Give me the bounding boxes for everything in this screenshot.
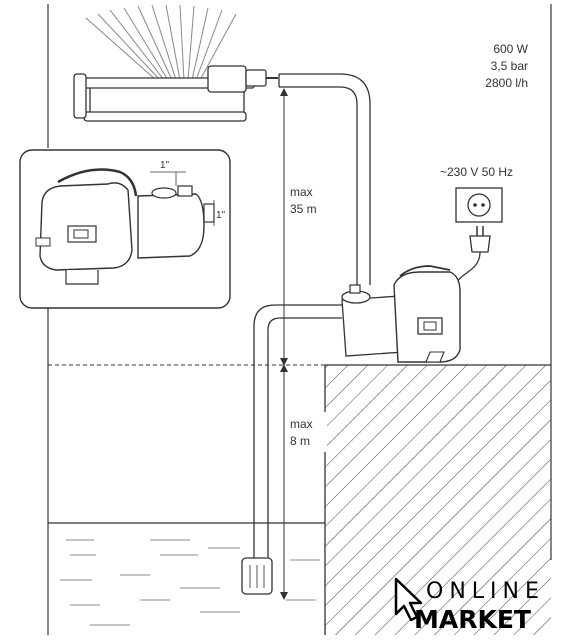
power-socket: ~230 V 50 Hz (440, 165, 513, 223)
spec-power: 600 W (493, 42, 528, 56)
spec-flow: 2800 l/h (485, 76, 528, 90)
head-height-label: max (290, 185, 313, 199)
head-height-value: 35 m (290, 202, 317, 216)
specs-block: 600 W 3,5 bar 2800 l/h (485, 42, 528, 90)
inset-dimension-side: 1" (216, 210, 226, 221)
suction-hose (253, 304, 342, 560)
water-reservoir (48, 522, 325, 626)
suction-height-dimension: max 8 m (280, 364, 327, 600)
foot-valve (241, 557, 273, 595)
logo-line-1: ONLINE (426, 579, 545, 604)
pump-main (341, 265, 461, 363)
suction-height-value: 8 m (290, 434, 310, 448)
inset-pump-detail: 1" 1" (19, 149, 231, 309)
head-height-dimension: max 35 m (280, 88, 327, 366)
online-market-logo: ONLINE MARKET (394, 577, 545, 634)
inset-dimension-top: 1" (160, 160, 170, 171)
ground-block (48, 364, 551, 635)
sprinkler (73, 4, 278, 122)
discharge-hose (278, 73, 371, 285)
suction-height-label: max (290, 417, 313, 431)
mains-voltage-label: ~230 V 50 Hz (440, 165, 513, 179)
logo-line-2: MARKET (414, 605, 531, 634)
cursor-icon (394, 577, 423, 622)
spec-pressure: 3,5 bar (491, 59, 528, 73)
water-spray (85, 4, 237, 81)
